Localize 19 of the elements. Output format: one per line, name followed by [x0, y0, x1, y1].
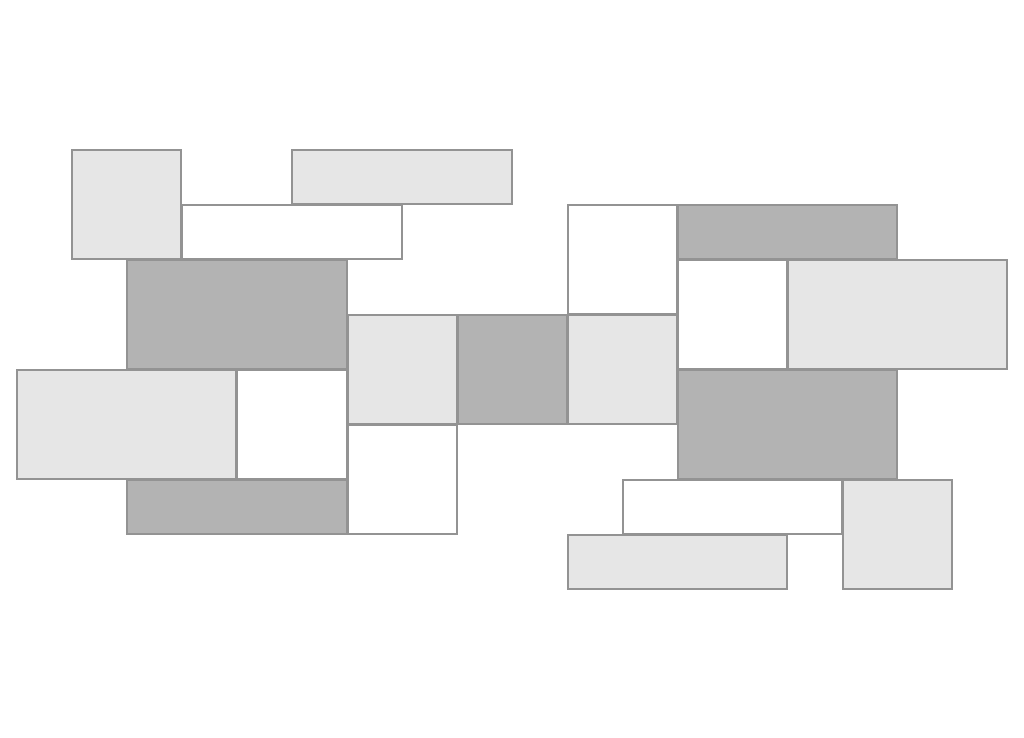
paving-tile	[567, 534, 788, 590]
paving-tile	[677, 204, 898, 260]
paving-tile	[677, 259, 788, 370]
paving-tile	[347, 424, 458, 535]
paving-tile	[457, 314, 568, 425]
paving-tile	[71, 149, 182, 260]
paving-tile	[677, 369, 898, 480]
paving-tile	[16, 369, 237, 480]
paving-tile	[126, 479, 348, 535]
paving-tile	[126, 259, 348, 370]
paving-tile	[567, 314, 678, 425]
paving-tile	[291, 149, 513, 205]
paving-tile	[236, 369, 348, 480]
paving-tile	[567, 204, 678, 315]
paving-tile	[842, 479, 953, 590]
paving-tile	[181, 204, 403, 260]
paving-tile	[787, 259, 1008, 370]
paving-tile	[347, 314, 458, 425]
paving-tile	[622, 479, 843, 535]
